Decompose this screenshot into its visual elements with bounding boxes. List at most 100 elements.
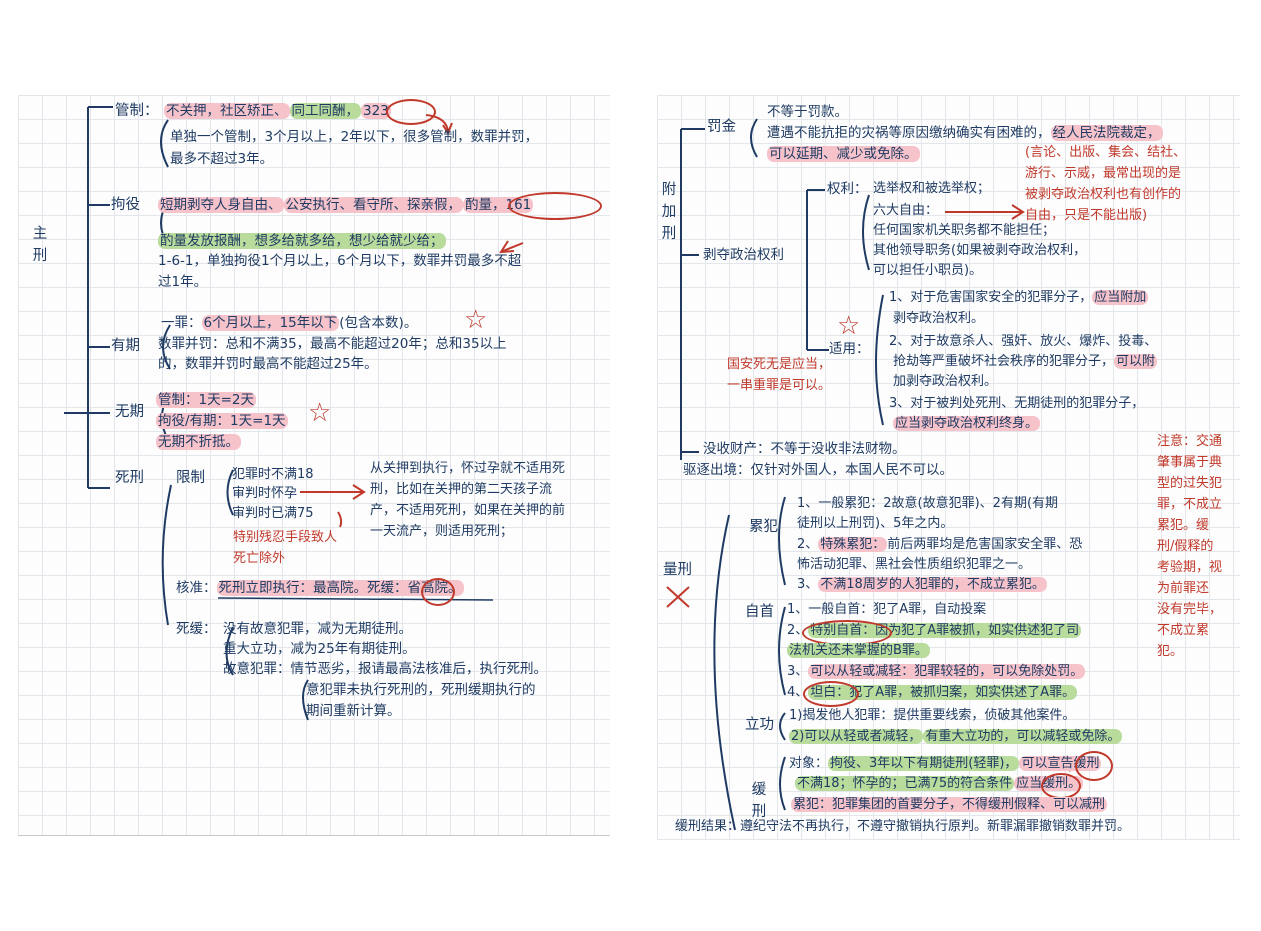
hezhun-line: 核准：死刑立即执行：最高院。死缓：省高院。 — [176, 578, 464, 598]
juyi-highlight-3: 酌量发放报酬，想多给就多给，想少给就少给； — [158, 233, 446, 249]
leifan-line-1: 1、一般累犯：2故意(故意犯罪)、2有期(有期 — [797, 496, 1059, 511]
huanxing-highlight-2: 可以宣告缓刑 — [1019, 756, 1102, 771]
freedom-note-2: 游行、示威，最常出现的是 — [1025, 166, 1182, 181]
side-note-9: 没有完毕， — [1157, 602, 1223, 617]
zishou-line-2: 2、特别自首：因为犯了A罪被抓，如实供述犯了司 — [787, 621, 1082, 641]
ligong-label: 立功 — [745, 717, 774, 733]
leifan-line-5-num: 3、 — [797, 577, 819, 592]
shiyong-highlight-3: 应当剥夺政治权利终身。 — [893, 416, 1041, 431]
shiyong-highlight-2: 可以附 — [1114, 354, 1158, 369]
youqi-prefix: 一罪： — [161, 315, 202, 331]
zishou-highlight-3: 可以从轻或减轻：犯罪较轻的，可以免除处罚。 — [808, 664, 1086, 679]
leifan-line-4: 怖活动犯罪、黑社会性质组织犯罪之一。 — [797, 557, 1032, 572]
sihuan-intentional-text: 情节恶劣，报请最高法核准后，执行死刑。 — [290, 661, 548, 677]
leifan-line-3: 2、特殊累犯：前后两罪均是危害国家安全罪、恐 — [797, 535, 1082, 555]
pregnancy-note-4: 一天流产，则适用死刑； — [370, 524, 514, 539]
side-note-3: 型的过失犯 — [1157, 476, 1223, 491]
quanli-item-4: 其他领导职务(如果被剥夺政治权利， — [873, 243, 1087, 258]
star-icon: ☆ — [837, 311, 861, 341]
youqi-label: 有期 — [111, 338, 140, 354]
freedom-note-4: 自由，只是不能出版) — [1025, 208, 1148, 223]
xianzhi-item-1: 犯罪时不满18 — [232, 467, 314, 482]
shiyong-item-2-cont: 抢劫等严重破坏社会秩序的犯罪分子，可以附 — [893, 352, 1158, 372]
juyi-line-1: 短期剥夺人身自由、公安执行、看守所、探亲假，酌量，161 — [158, 195, 534, 215]
wuqi-line-2: 拘役/有期：1天=1天 — [156, 411, 288, 431]
xianzhi-item-2: 审判时怀孕 — [232, 486, 298, 501]
star-icon: ☆ — [308, 398, 332, 428]
circle-mark — [386, 99, 436, 125]
shiyong-item-1: 1、对于危害国家安全的犯罪分子，应当附加 — [889, 288, 1149, 308]
juyi-label: 拘役 — [111, 197, 140, 213]
wuqi-label: 无期 — [115, 404, 144, 420]
shiyong-item-1-text: 1、对于危害国家安全的犯罪分子， — [889, 290, 1093, 305]
fujia-label: 附加刑 — [661, 182, 677, 242]
side-note-4: 罪，不成立 — [1157, 497, 1223, 512]
guanzhi-label: 管制： — [115, 103, 159, 119]
quanli-item-2: 六大自由： — [873, 203, 939, 218]
side-note-8: 为前罪还 — [1157, 581, 1210, 596]
zishou-line-1: 1、一般自首：犯了A罪，自动投案 — [787, 602, 987, 617]
shiyong-item-3: 3、对于被判处死刑、无期徒刑的犯罪分子， — [889, 396, 1145, 411]
shiyong-highlight-1: 应当附加 — [1092, 290, 1149, 305]
zishou-line-5-num: 4、 — [787, 685, 809, 700]
huanxing-highlight-5: 累犯：犯罪集团的首要分子，不得缓刑假释、可以减刑 — [791, 797, 1108, 812]
fajin-label: 罚金 — [707, 119, 736, 135]
juyi-line-3: 1-6-1，单独拘役1个月以上，6个月以下，数罪并罚最多不超 — [158, 253, 522, 269]
leifan-line-2: 徒刑以上刑罚)、5年之内。 — [797, 516, 954, 531]
guanzhi-highlight-1: 不关押，社区矫正、 — [164, 103, 290, 119]
fajin-line-2: 遭遇不能抗拒的灾祸等原因缴纳确实有困难的，经人民法院裁定， — [767, 123, 1163, 143]
shiyong-item-1-cont: 剥夺政治权利。 — [893, 311, 985, 326]
huanxing-result: 缓刑结果：遵纪守法不再执行，不遵守撤销执行原判。新罪漏罪撤销数罪并罚。 — [675, 819, 1131, 834]
youqi-line-1: 一罪：6个月以上，15年以下(包含本数)。 — [161, 313, 417, 333]
sihuan-intentional-label: 故意犯罪： — [223, 661, 291, 677]
zishou-line-4-num: 3、 — [787, 664, 809, 679]
huanxing-line-2: 不满18；怀孕的；已满75的符合条件应当缓刑。 — [795, 774, 1084, 794]
pregnancy-note-1: 从关押到执行，怀过孕就不适用死 — [370, 461, 566, 476]
xianzhi-exception-1: 特别残忍手段致人 — [233, 530, 338, 545]
side-note-11: 犯。 — [1157, 644, 1184, 659]
red-note-2: 一串重罪是可以。 — [727, 378, 832, 393]
quanli-item-3: 任何国家机关职务都不能担任； — [873, 223, 1056, 238]
leifan-line-3-num: 2、 — [797, 537, 819, 552]
wuqi-line-1: 管制：1天=2天 — [156, 390, 256, 410]
hezhun-label: 核准： — [176, 580, 217, 596]
leifan-line-3-text: 前后两罪均是危害国家安全罪、恐 — [887, 537, 1083, 552]
zishou-line-4: 3、可以从轻或减轻：犯罪较轻的，可以免除处罚。 — [787, 662, 1086, 682]
wuqi-highlight-1: 管制：1天=2天 — [156, 392, 256, 408]
quanli-label: 权利： — [827, 181, 868, 197]
freedom-note-1: (言论、出版、集会、结社、 — [1025, 145, 1187, 160]
side-note-5: 累犯。缓 — [1157, 518, 1210, 533]
youqi-suffix: (包含本数)。 — [339, 315, 418, 331]
shiyong-label: 适用： — [829, 341, 870, 357]
juyi-highlight-2: 公安执行、看守所、探亲假， — [283, 197, 463, 213]
pregnancy-note-2: 刑，比如在关押的第二天孩子流 — [370, 482, 553, 497]
zishou-label: 自首 — [745, 604, 774, 620]
leifan-highlight-1: 特殊累犯： — [818, 537, 888, 552]
sihuan-line-5: 期间重新计算。 — [306, 703, 401, 719]
huanxing-line-1: 对象：拘役、3年以下有期徒刑(轻罪)，可以宣告缓刑 — [789, 754, 1102, 774]
wuqi-highlight-3: 无期不折抵。 — [156, 434, 241, 450]
star-icon: ☆ — [464, 305, 488, 335]
zishou-highlight-1: 特别自首：因为犯了A罪被抓，如实供述犯了司 — [808, 623, 1082, 638]
shiyong-item-3-cont: 应当剥夺政治权利终身。 — [893, 414, 1041, 434]
huanxing-highlight-4: 应当缓刑。 — [1014, 776, 1084, 791]
wuqi-line-3: 无期不折抵。 — [156, 432, 241, 452]
notes-page-left: 主刑 管制： 不关押，社区矫正、同工同酬，323 单独一个管制，3个月以上，2年… — [18, 95, 610, 836]
freedom-note-3: 被剥夺政治权利也有创作的 — [1025, 187, 1182, 202]
moshou-line: 没收财产：不等于没收非法财物。 — [703, 441, 906, 457]
sihuan-line-3: 故意犯罪：情节恶劣，报请最高法核准后，执行死刑。 — [223, 659, 547, 679]
leifan-line-5: 3、不满18周岁的人犯罪的，不成立累犯。 — [797, 575, 1047, 595]
quanli-item-5: 可以担任小职员)。 — [873, 263, 983, 278]
sihuan-line-4: 意犯罪未执行死刑的，死刑缓期执行的 — [306, 682, 536, 698]
ligong-highlight-1: 2)可以从轻或者减轻， — [789, 729, 924, 744]
guanzhi-line-2: 单独一个管制，3个月以上，2年以下，很多管制，数罪并罚， — [170, 129, 539, 145]
juyi-line-2: 酌量发放报酬，想多给就多给，想少给就少给； — [158, 231, 446, 251]
youqi-line-3: 的，数罪并罚时最高不能超过25年。 — [158, 356, 378, 372]
zishou-line-3: 法机关还未掌握的B罪。 — [787, 641, 930, 661]
side-note-10: 不成立累 — [1157, 623, 1210, 638]
boduo-label: 剥夺政治权利 — [703, 247, 784, 263]
ligong-line-1: 1)揭发他人犯罪：提供重要线索，侦破其他案件。 — [789, 708, 1076, 723]
huanxing-line-1-label: 对象： — [789, 756, 829, 771]
sixing-label: 死刑 — [115, 470, 144, 486]
huanxing-label: 缓刑 — [751, 782, 767, 820]
